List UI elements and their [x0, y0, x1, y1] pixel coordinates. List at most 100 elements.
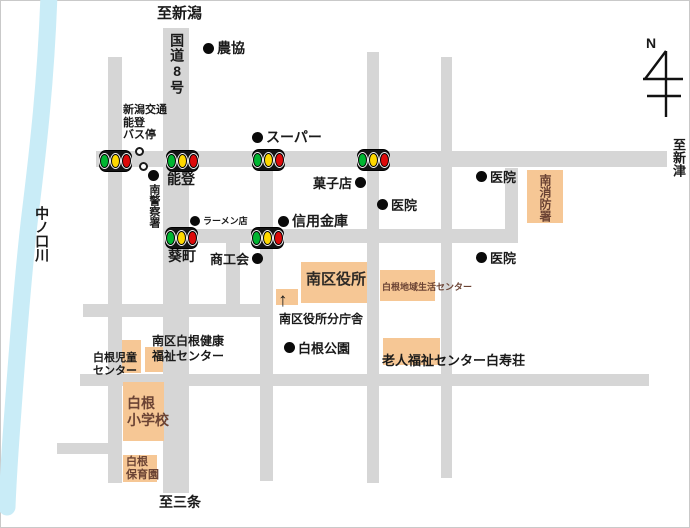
credit-union-label: 信用金庫 — [292, 213, 348, 229]
green-light — [167, 154, 176, 168]
nursery-label: 白根 保育園 — [126, 456, 159, 481]
poi-dot-icon — [278, 215, 289, 227]
bus-stop-circle-2 — [139, 162, 148, 171]
traffic-signal-3 — [252, 149, 285, 171]
road-h5-stub — [57, 443, 122, 454]
yellow-light — [177, 231, 186, 245]
supermarket-label: スーパー — [266, 129, 322, 145]
nursery-box: 白根 保育園 — [123, 455, 159, 482]
road-v1 — [108, 57, 122, 483]
red-light — [380, 153, 389, 167]
ward-annex-label: 南区役所分庁舎 — [279, 312, 364, 326]
bus-stop-line2: 能登 — [123, 116, 145, 129]
poi-confectionery: 菓子店 — [313, 173, 367, 192]
traffic-signal-4 — [357, 149, 390, 171]
poi-dot-icon — [252, 253, 264, 264]
aoimachi-intersection-label: 葵町 — [168, 248, 196, 264]
road-h4 — [80, 374, 649, 386]
compass-n-label: N — [646, 35, 657, 51]
yellow-light — [111, 154, 120, 168]
bus-stop-line3: バス停 — [123, 129, 156, 141]
red-light — [189, 154, 198, 168]
route8-label: 国道8号 — [169, 33, 186, 95]
green-light — [358, 153, 367, 167]
poi-dot-icon — [476, 252, 487, 263]
senior-center-label: 老人福祉センター白寿荘 — [382, 353, 526, 368]
children-center-line1: 白根児童 — [93, 352, 137, 364]
poi-dot-icon — [476, 171, 487, 182]
health-center-label: 南区白根健康 福祉センター — [152, 334, 224, 363]
fire-station-box: 南消防署 — [527, 170, 563, 223]
poi-dot-icon — [284, 342, 295, 353]
noto-intersection-label: 能登 — [167, 171, 195, 187]
green-light — [252, 231, 261, 245]
traffic-signal-shokokai — [251, 227, 284, 249]
poi-supermarket: スーパー — [252, 127, 322, 147]
poi-agri-coop: 農協 — [203, 38, 245, 58]
elementary-school-label: 白根 小学校 — [127, 395, 169, 428]
poi-ramen: ラーメン店 — [190, 214, 248, 227]
road-v4 — [260, 168, 273, 481]
red-light — [122, 154, 131, 168]
senior-center-box — [383, 338, 440, 365]
health-center-line1: 南区白根健康 — [152, 334, 225, 348]
poi-dot-icon — [190, 215, 200, 226]
traffic-signal-1 — [99, 150, 132, 172]
yellow-light — [263, 231, 272, 245]
yellow-light — [264, 153, 273, 167]
road-v3-stub — [226, 232, 240, 317]
annex-arrow-icon: ↑ — [278, 290, 288, 311]
red-light — [275, 153, 284, 167]
route8-road — [163, 28, 189, 493]
poi-clinic-3: 医院 — [476, 248, 516, 267]
green-light — [253, 153, 262, 167]
ward-office-box: 南区役所 — [301, 262, 367, 303]
to-niigata-label: 至新潟 — [157, 5, 203, 22]
chamber-label: 商工会 — [210, 252, 250, 267]
elementary-school-box: 白根 小学校 — [123, 382, 169, 441]
agri-coop-label: 農協 — [217, 40, 245, 56]
ward-office-label: 南区役所 — [306, 271, 367, 288]
bus-stop-label: 新潟交通 能登 バス停 — [123, 104, 167, 142]
to-sanjo-label: 至三条 — [159, 494, 201, 510]
poi-dot-icon — [377, 199, 388, 210]
yellow-light — [369, 153, 378, 167]
bus-stop-line1: 新潟交通 — [123, 104, 167, 116]
clinic-label: 医院 — [490, 251, 517, 266]
ward-annex-box — [276, 289, 298, 305]
police-label: 南警察署 — [147, 184, 160, 228]
river-label: 中ノ口川 — [34, 206, 51, 262]
poi-park: 白根公園 — [284, 338, 350, 357]
poi-clinic-1: 医院 — [476, 167, 516, 186]
confectionery-label: 菓子店 — [313, 176, 353, 191]
clinic-label: 医院 — [490, 170, 517, 185]
poi-credit-union: 信用金庫 — [278, 211, 348, 231]
road-v6 — [441, 57, 452, 478]
traffic-signal-noto — [166, 150, 199, 172]
community-center-box — [380, 270, 435, 301]
road-v5 — [367, 52, 379, 483]
poi-chamber: 商工会 — [210, 249, 264, 268]
small-building-box-1 — [122, 340, 141, 373]
poi-dot-icon — [252, 131, 263, 143]
park-label: 白根公園 — [298, 341, 351, 356]
elementary-line2: 小学校 — [127, 411, 169, 428]
children-center-line2: センター — [93, 364, 137, 377]
red-light — [188, 231, 197, 245]
to-niitsu-label: 至新津 — [671, 138, 687, 177]
clinic-label: 医院 — [391, 198, 418, 213]
nursery-line1: 白根 — [126, 456, 148, 468]
poi-dot-icon — [355, 177, 367, 188]
bus-stop-circle-1 — [135, 147, 144, 156]
red-light — [274, 231, 283, 245]
elementary-line1: 白根 — [127, 395, 155, 411]
nursery-line2: 保育園 — [126, 468, 159, 481]
ramen-label: ラーメン店 — [203, 216, 248, 226]
green-light — [166, 231, 175, 245]
north-arrow-icon — [643, 50, 683, 117]
road-h2 — [166, 229, 518, 243]
poi-dot-icon — [203, 42, 214, 54]
small-building-box-2 — [145, 347, 163, 372]
